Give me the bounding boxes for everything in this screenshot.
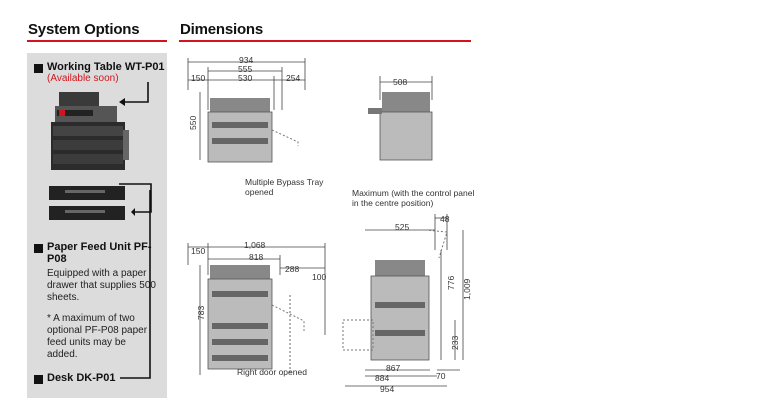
heading-underline: [179, 40, 471, 42]
dim-100: 100: [312, 272, 327, 282]
desk-label: Desk DK-P01: [47, 372, 116, 384]
dim-150: 150: [191, 246, 206, 256]
top-side-diagram: [368, 76, 433, 161]
dim-70: 70: [436, 371, 446, 381]
working-table-label: Working Table WT-P01: [47, 61, 165, 73]
bottom-front-diagram: [187, 243, 326, 375]
printer-illustration: [51, 82, 149, 170]
dim-254: 254: [286, 73, 301, 83]
dim-776: 776: [446, 275, 456, 290]
dim-288: 288: [285, 264, 300, 274]
dim-233: 233: [450, 335, 460, 350]
dim-934: 934: [239, 55, 254, 65]
paper-feed-units-illustration: [49, 183, 152, 220]
dim-867: 867: [386, 363, 401, 373]
paper-feed-footnote: * A maximum of two optional PF-P08 paper…: [47, 313, 148, 360]
dim-1009: 1,009: [462, 278, 472, 300]
top-front-diagram: [187, 58, 306, 163]
system-options-heading: System Options: [28, 21, 140, 38]
control-panel-caption: Maximum (with the control panel in the c…: [352, 188, 475, 208]
right-door-caption: Right door opened: [237, 367, 307, 377]
dim-530: 530: [238, 73, 253, 83]
dim-818: 818: [249, 252, 264, 262]
dim-550: 550: [188, 115, 198, 130]
dim-508: 508: [393, 77, 408, 87]
available-soon-note: (Available soon): [47, 73, 119, 84]
dim-1068: 1,068: [244, 240, 266, 250]
dim-525: 525: [395, 222, 410, 232]
dim-150: 150: [191, 73, 206, 83]
bullet-icon: [34, 375, 43, 384]
dim-783: 783: [196, 305, 206, 320]
bottom-side-diagram: [342, 214, 464, 387]
bullet-icon: [34, 244, 43, 253]
dim-555: 555: [238, 64, 253, 74]
bullet-icon: [34, 64, 43, 73]
dim-954: 954: [380, 384, 395, 394]
desk-connector: [120, 190, 151, 379]
dimensions-heading: Dimensions: [180, 21, 264, 38]
dim-884: 884: [375, 373, 390, 383]
bypass-tray-caption: Multiple Bypass Tray opened: [245, 177, 324, 197]
paper-feed-unit-label: Paper Feed Unit PF-P08: [47, 241, 152, 265]
paper-feed-description: Equipped with a paper drawer that suppli…: [47, 268, 156, 303]
dim-48: 48: [440, 214, 450, 224]
heading-underline: [27, 40, 167, 42]
